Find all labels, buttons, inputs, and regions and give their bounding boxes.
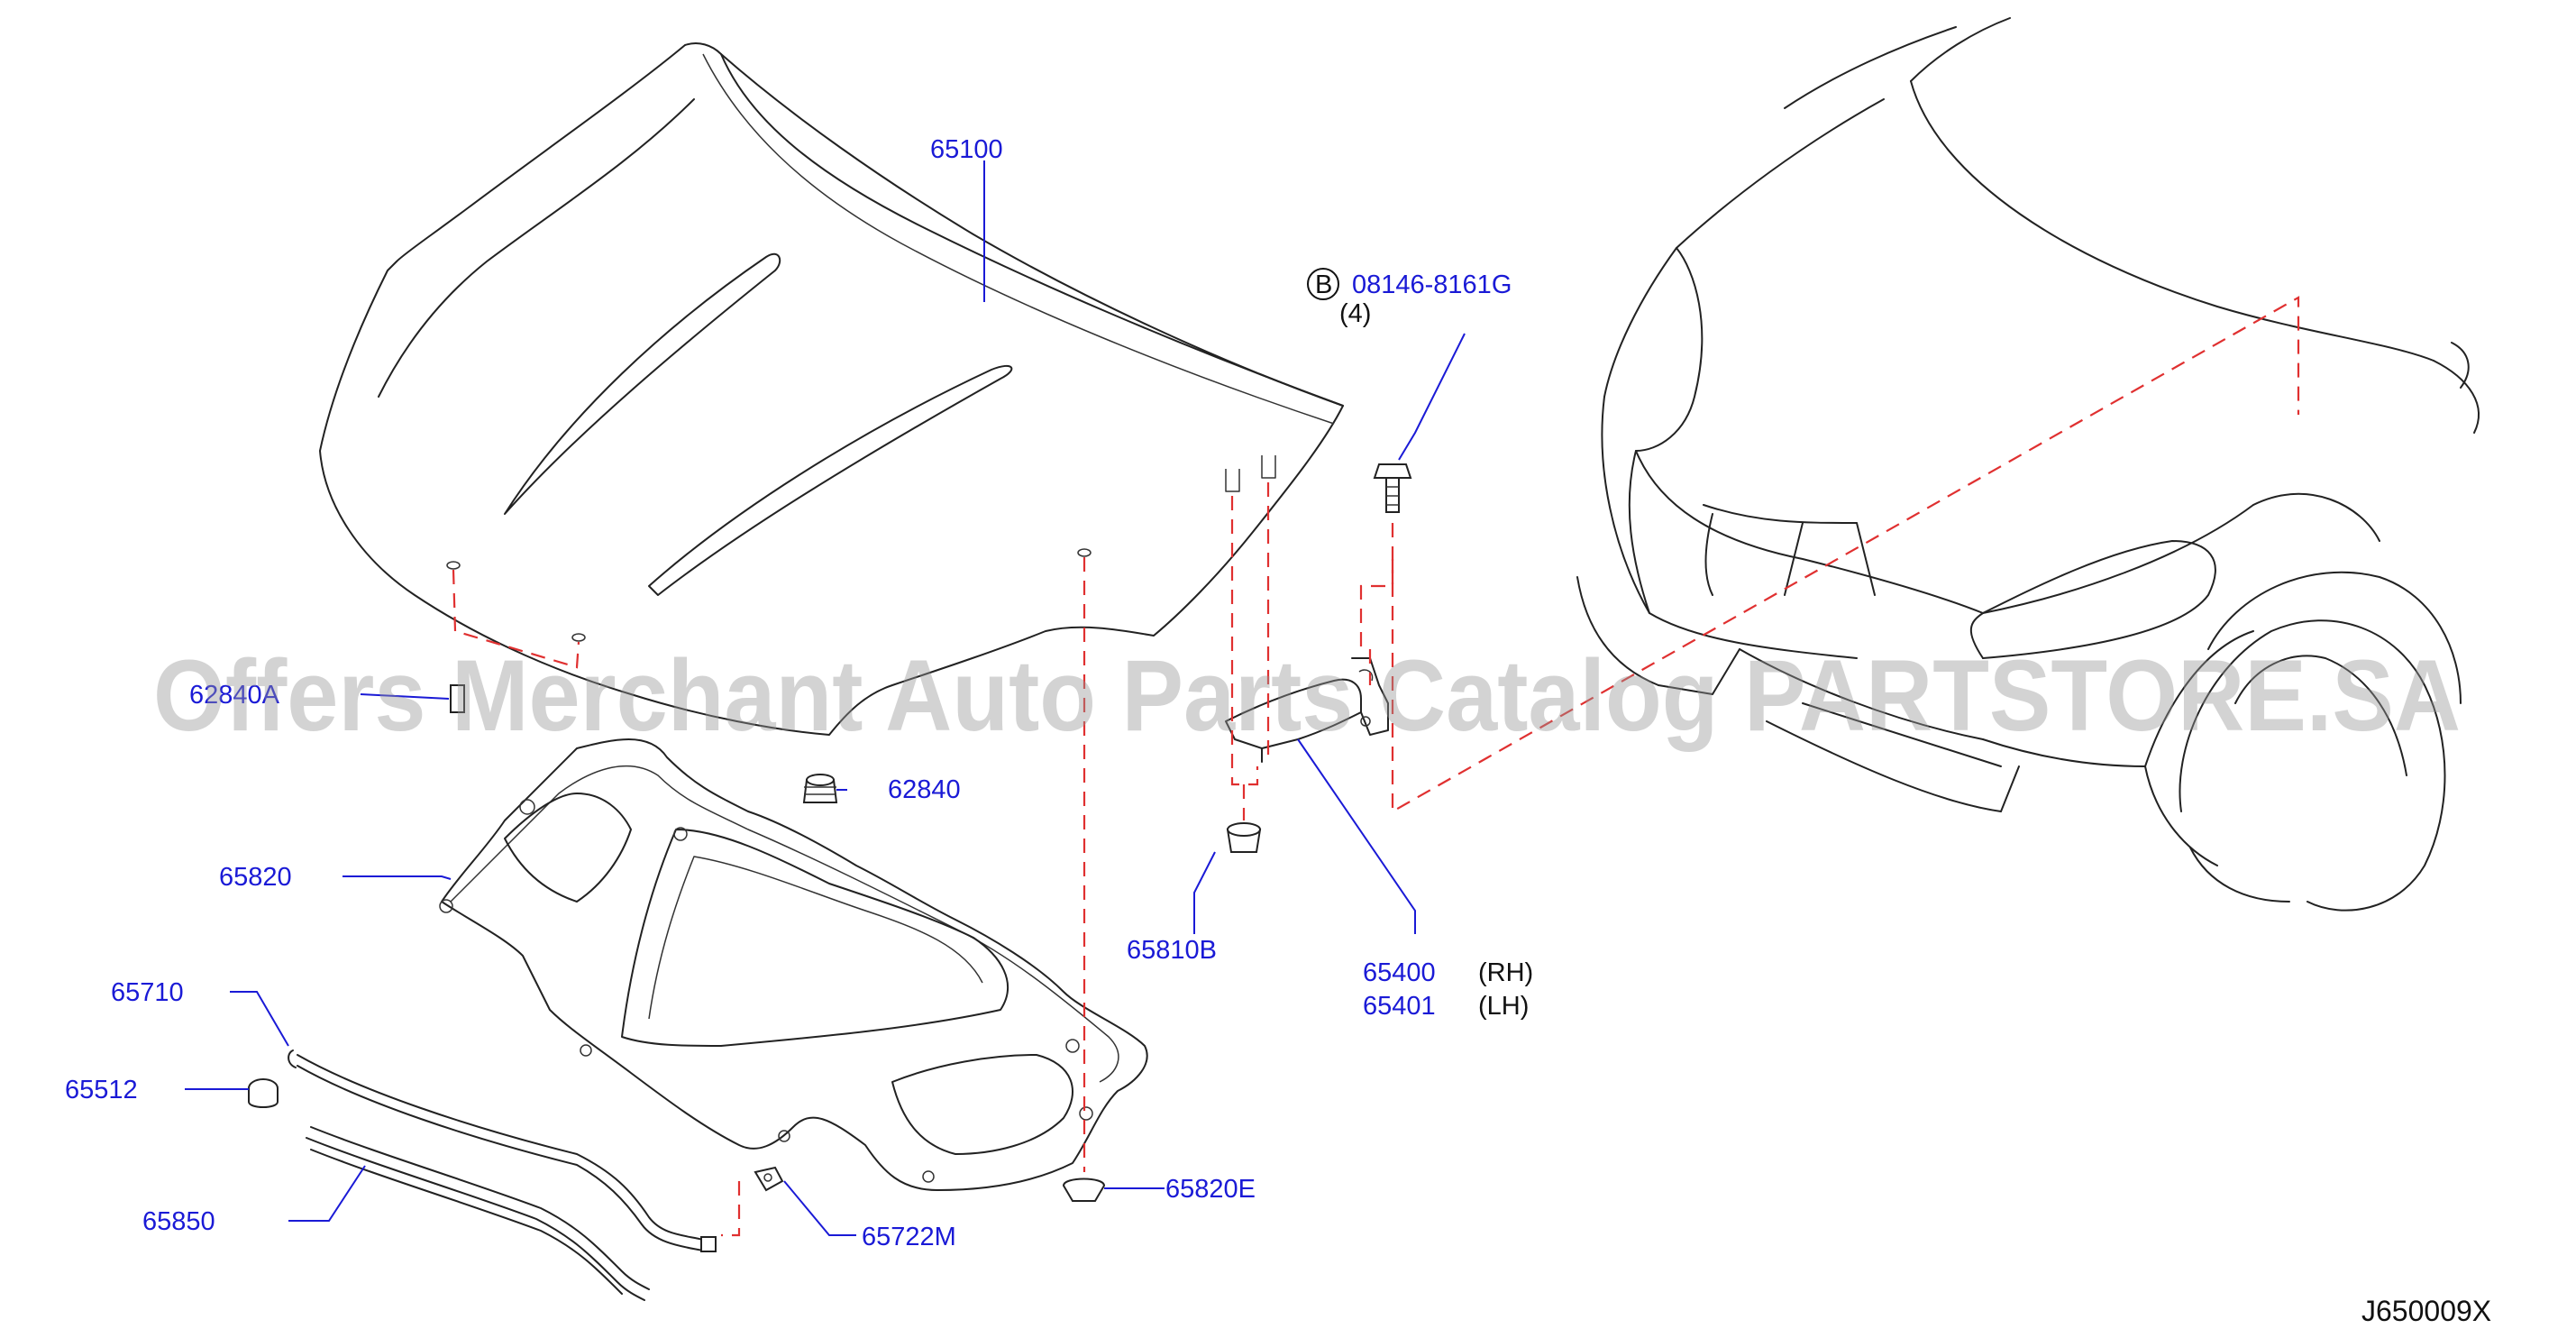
bolt-illustration <box>1373 463 1412 513</box>
hinge-clip-65810b-illustration <box>1226 822 1262 853</box>
label-bolt-qty: (4) <box>1339 299 1371 328</box>
bolt-marker-circle <box>1307 268 1339 300</box>
assembly-dashed-lines <box>452 296 2300 1237</box>
part-labels: 65100 B 08146-8161G (4) 62840A 62840 658… <box>65 135 1533 1251</box>
cover-62840a-illustration <box>450 684 465 713</box>
label-insulator[interactable]: 65820 <box>219 863 292 892</box>
label-seal[interactable]: 65850 <box>142 1207 215 1236</box>
label-grommet[interactable]: 65512 <box>65 1076 138 1104</box>
grommet-65512-illustration <box>248 1078 279 1108</box>
diagram-code: J650009X <box>2361 1295 2491 1327</box>
hood-illustration <box>319 42 1344 736</box>
label-bumper-rubber[interactable]: 62840 <box>888 775 961 804</box>
bumper-rubber-62840-illustration <box>802 774 838 803</box>
label-lh: (LH) <box>1478 992 1529 1021</box>
label-rh: (RH) <box>1478 958 1533 987</box>
leader-lines <box>185 160 1466 1236</box>
clip-65722m-illustration <box>754 1166 784 1192</box>
label-rod[interactable]: 65710 <box>111 978 184 1007</box>
watermark: Offers Merchant Auto Parts Catalog PARTS… <box>153 639 2461 752</box>
bolt-marker: B <box>1315 270 1332 299</box>
seal-65850-illustration <box>306 1126 650 1301</box>
label-cover-62840a[interactable]: 62840A <box>189 681 280 710</box>
label-hinge-clip[interactable]: 65810B <box>1127 936 1217 965</box>
car-front-illustration <box>1576 17 2480 912</box>
label-clip-insulator[interactable]: 65820E <box>1165 1175 1256 1204</box>
label-bolt[interactable]: 08146-8161G <box>1352 270 1512 299</box>
label-hinge-rh[interactable]: 65400 <box>1363 958 1436 987</box>
label-clip-hood[interactable]: 65722M <box>862 1223 956 1251</box>
label-hood[interactable]: 65100 <box>930 135 1003 164</box>
clip-65820e-illustration <box>1062 1178 1106 1202</box>
insulator-illustration <box>439 738 1148 1191</box>
support-rod-65710-illustration <box>288 1049 717 1252</box>
label-hinge-lh[interactable]: 65401 <box>1363 992 1436 1021</box>
